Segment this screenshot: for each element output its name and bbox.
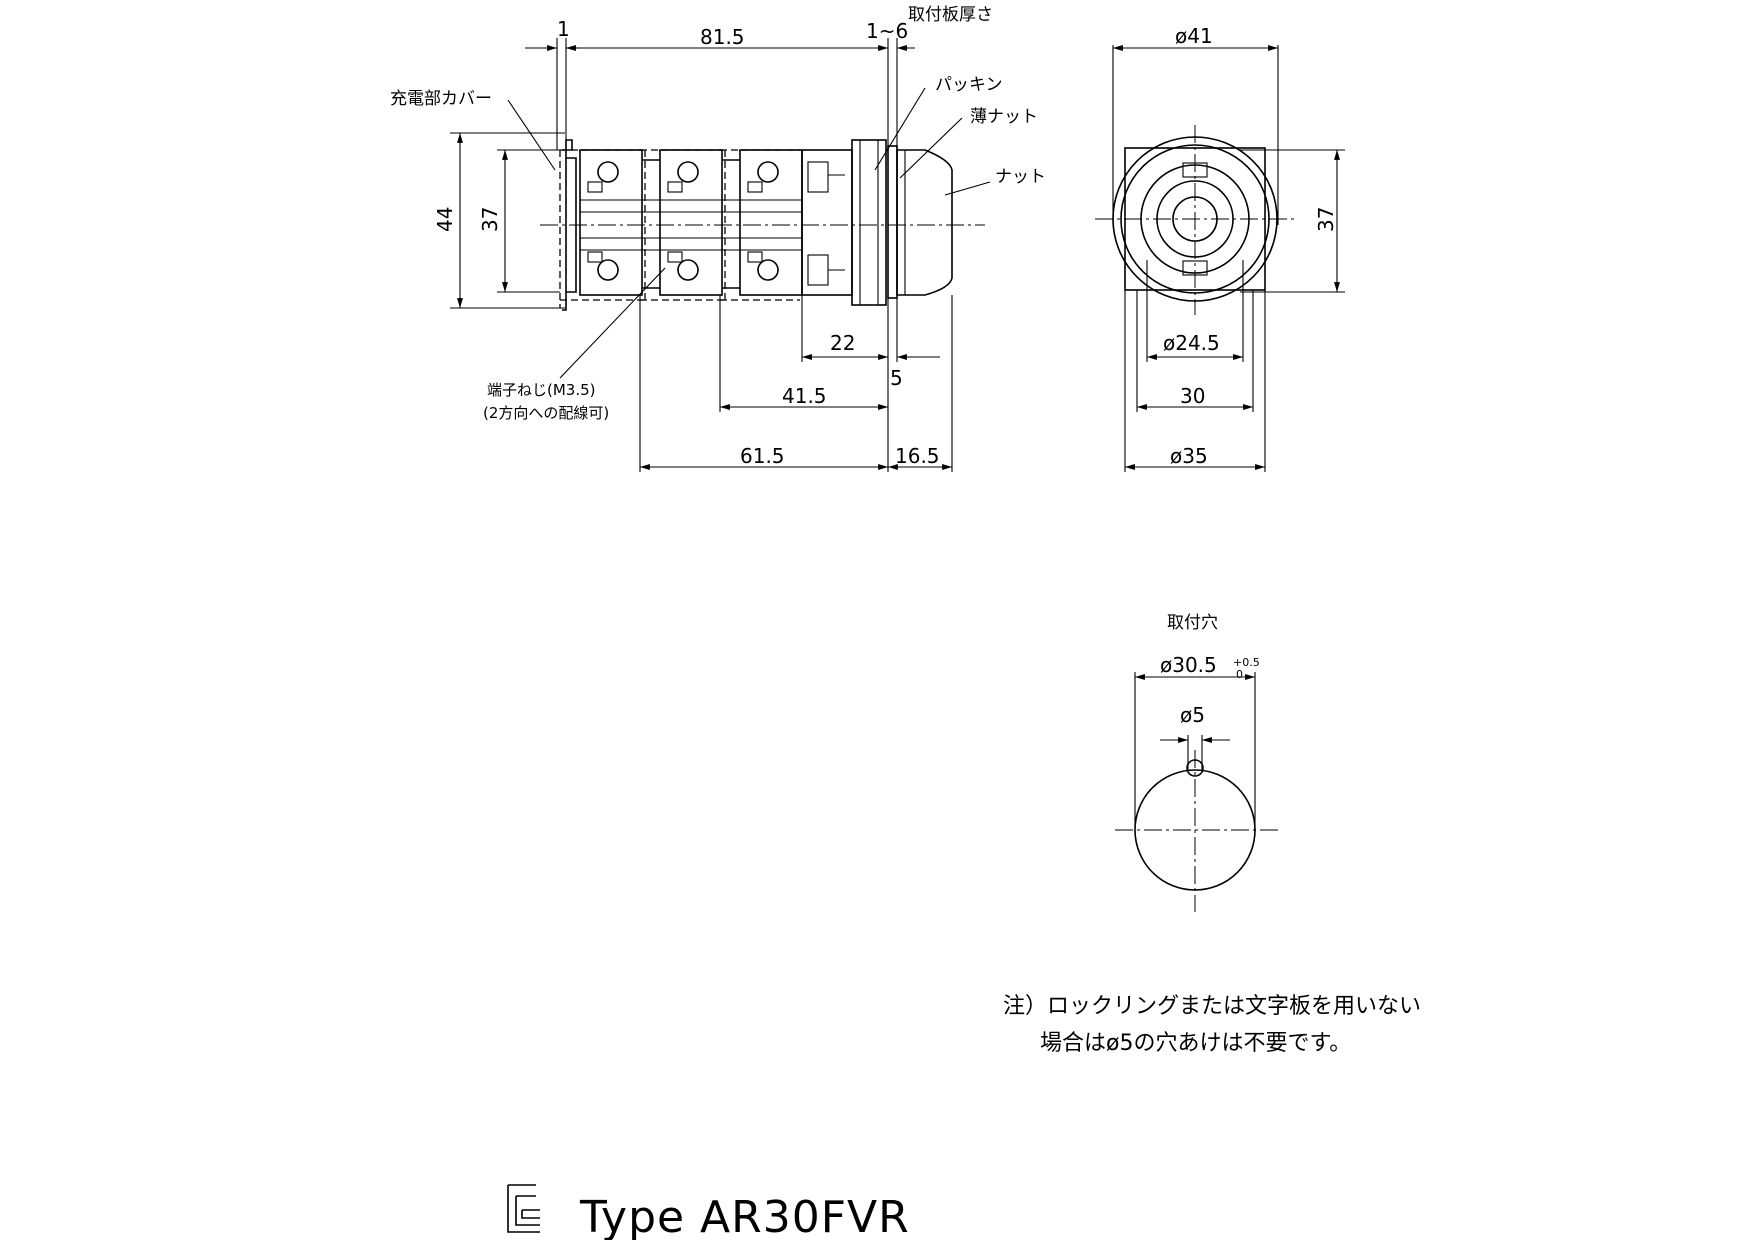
label-nut: ナット [995, 167, 1046, 187]
dim-37-side: 37 [478, 207, 502, 232]
label-packing: パッキン [935, 75, 1003, 95]
dim-61-5: 61.5 [740, 444, 785, 468]
dim-d41: ø41 [1175, 24, 1213, 48]
dim-41-5: 41.5 [782, 384, 827, 408]
side-view: 1 81.5 1~6 取付板厚さ [390, 5, 1046, 472]
dim-d35: ø35 [1170, 444, 1208, 468]
label-charge-cover: 充電部カバー [390, 89, 492, 109]
label-terminal-note: (2方向への配線可) [483, 404, 609, 422]
dim-5-side: 5 [890, 366, 903, 390]
logo-icon [507, 1184, 540, 1233]
note-block: 注）ロックリングまたは文字板を用いない 場合はø5の穴あけは不要です。 [1003, 994, 1421, 1056]
note-line-2: 場合はø5の穴あけは不要です。 [1040, 1031, 1351, 1056]
label-terminal-screw: 端子ねじ(M3.5) [487, 381, 596, 399]
type-title: Type AR30FVR [579, 1192, 910, 1240]
dim-d30-5: ø30.5 [1160, 653, 1217, 677]
type-label: Type AR30FVR [507, 1184, 910, 1243]
dim-81-5: 81.5 [700, 25, 745, 49]
contact-modules [579, 149, 803, 296]
dim-1-6: 1~6 [866, 19, 908, 43]
dim-30: 30 [1180, 384, 1205, 408]
dim-d24-5: ø24.5 [1163, 331, 1220, 355]
front-view: ø41 37 ø24.5 30 ø35 [1095, 24, 1345, 472]
dim-44: 44 [433, 207, 457, 232]
dim-d5: ø5 [1180, 703, 1205, 727]
dim-22: 22 [830, 331, 855, 355]
note-line-1: 注）ロックリングまたは文字板を用いない [1003, 994, 1421, 1019]
dim-37-front: 37 [1314, 207, 1338, 232]
tol-zero: 0 [1236, 668, 1243, 681]
dim-16-5: 16.5 [895, 444, 940, 468]
mount-hole-view: 取付穴 ø30.5 +0.5 0 ø5 [1115, 613, 1278, 912]
label-thin-nut: 薄ナット [970, 107, 1038, 127]
mount-hole-title: 取付穴 [1167, 613, 1218, 633]
dim-1: 1 [557, 17, 570, 41]
tol-plus: +0.5 [1233, 656, 1260, 669]
label-plate-thickness: 取付板厚さ [908, 5, 993, 25]
